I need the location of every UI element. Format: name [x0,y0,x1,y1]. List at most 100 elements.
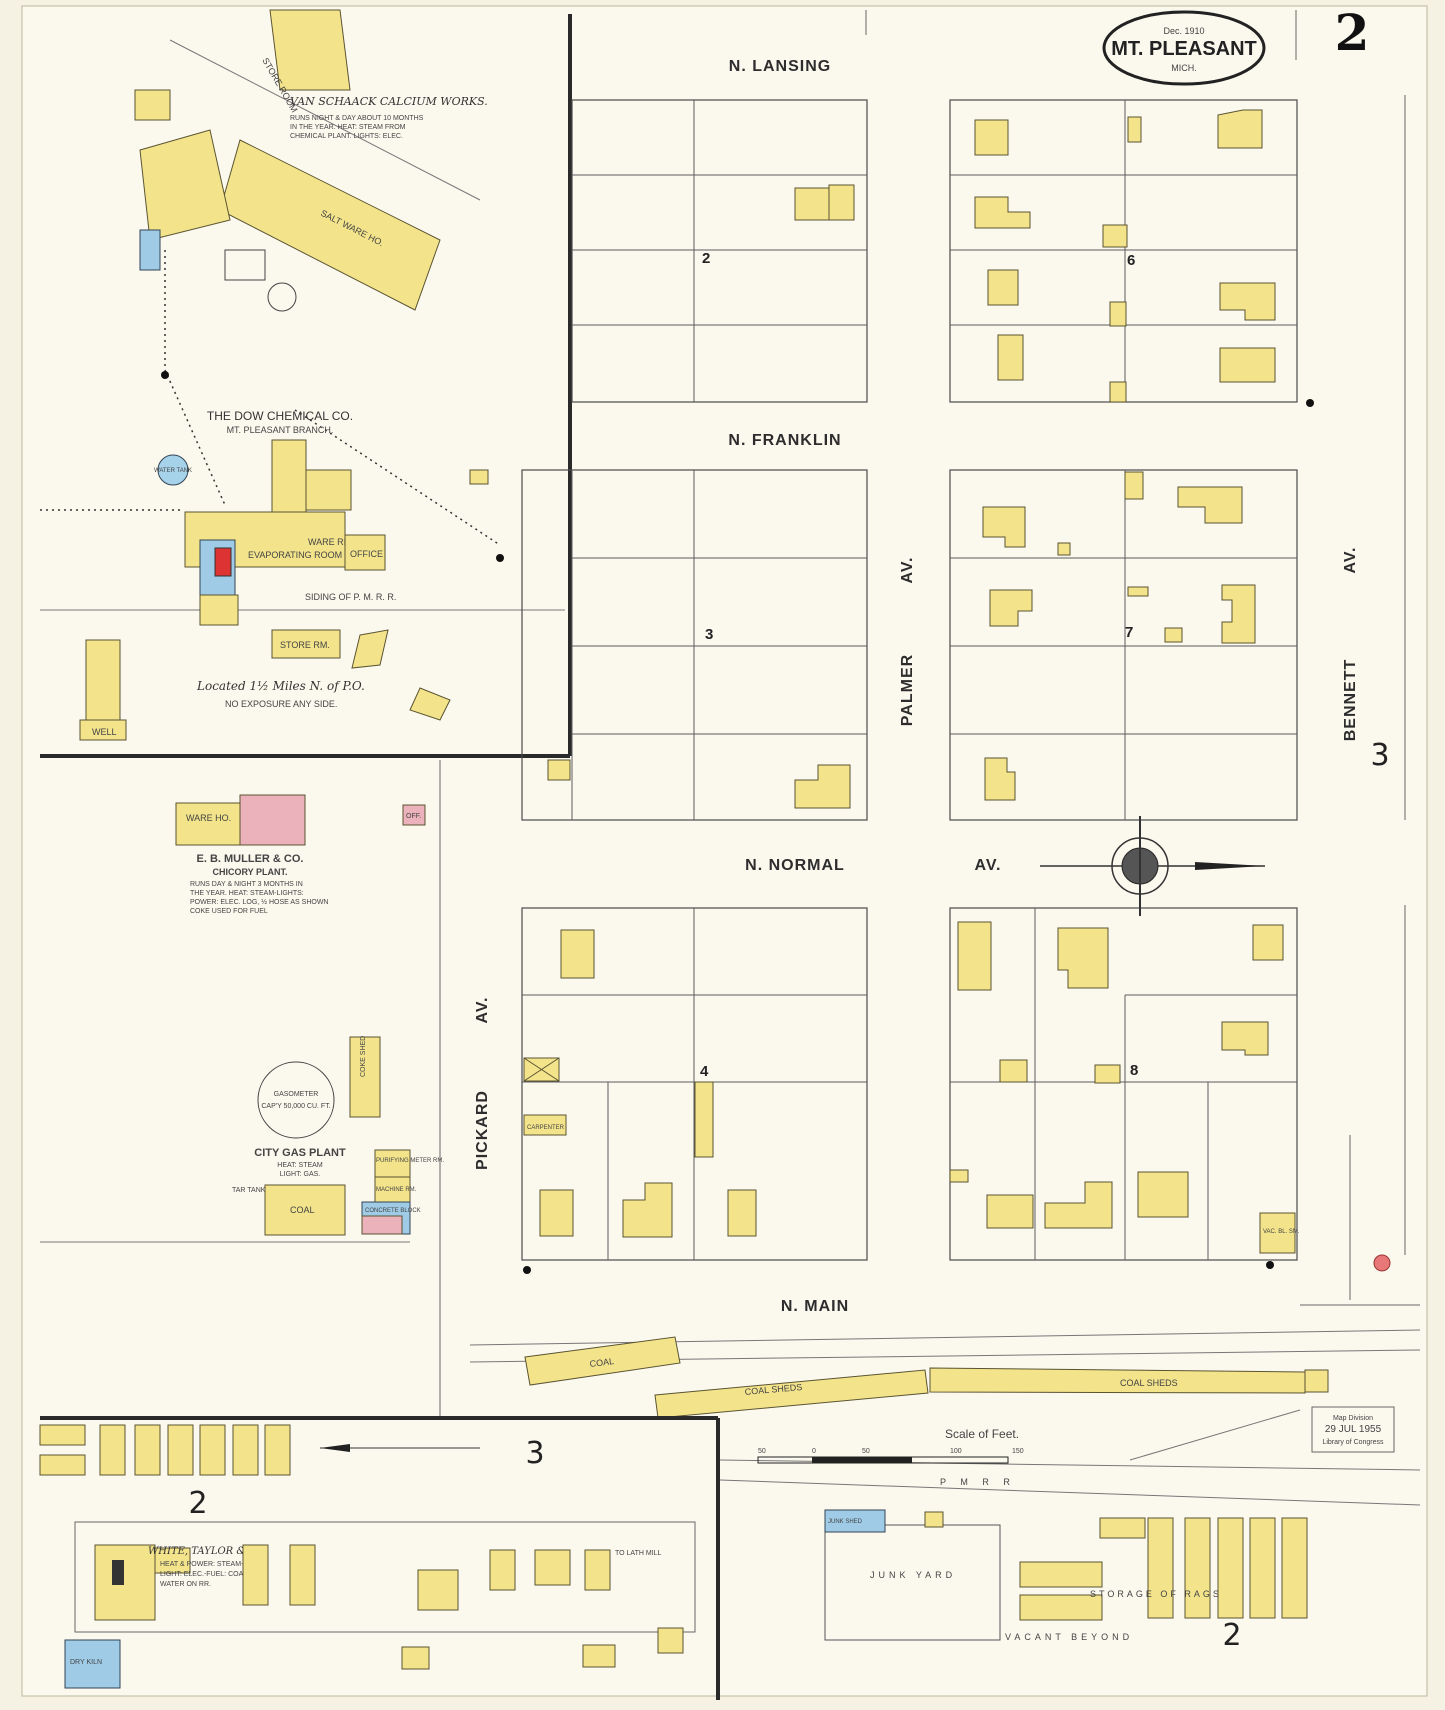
evaporating-label: EVAPORATING ROOM [248,550,342,560]
street-n-main: N. MAIN [781,1298,849,1315]
coal-label: COAL [290,1205,315,1215]
shed [1127,586,1149,597]
vacant-label: VACANT BEYOND [1005,1632,1133,1642]
shed [1109,301,1127,327]
dwelling [1217,109,1263,149]
inset-top: SIDING OF P. M. R. R. STORE ROOM SALT WA… [40,9,572,758]
van-schaack-note-3: CHEMICAL PLANT. LIGHTS: ELEC. [290,133,403,140]
coke-shed-label: COKE SHED [360,1036,367,1077]
dwelling [534,1549,571,1586]
dwelling [828,184,855,221]
hydrant-marker [1266,1261,1274,1269]
street-labels: N. LANSING N. FRANKLIN N. NORMAL AV. N. … [474,58,1359,1315]
dwelling [1221,584,1256,644]
shed [999,1059,1028,1083]
dwelling [794,187,834,221]
shed [351,629,389,669]
city-block-3: 3 [521,469,868,821]
van-schaack-note-1: RUNS NIGHT & DAY ABOUT 10 MONTHS [290,115,424,122]
engine-shed [199,594,239,626]
muller-office-label: OFF. [406,813,421,820]
vacant-blacksmith [1259,1212,1296,1254]
shed [1124,471,1144,500]
dwelling [539,1189,574,1237]
shed [582,1644,616,1668]
scale-tick: 50 [758,1448,766,1455]
muller-note-4: COKE USED FOR FUEL [190,908,268,915]
dwelling [1219,282,1276,321]
white-taylor-note-3: WATER ON RR. [160,1581,211,1588]
map-date: Dec. 1910 [1163,26,1204,36]
map-border [21,5,1428,1697]
dwelling [1221,1021,1269,1056]
dwelling [1057,927,1109,989]
boiler-stack [214,547,232,577]
street-normal-av: AV. [974,857,1001,874]
city-block-4: CARPENTER 4 [521,907,868,1261]
muller-office [402,804,426,826]
street-edges [439,10,1420,1420]
block-number: 6 [1127,252,1135,269]
lumber-pile [99,1424,126,1476]
muller-ware-label: WARE HO. [186,813,231,823]
dwelling [1177,486,1243,524]
gasometer [257,1061,335,1139]
shed [924,1511,944,1528]
dwelling [1252,924,1284,961]
white-taylor-note-2: LIGHT: ELEC.-FUEL: COAL [160,1571,247,1578]
dry-kiln-label: DRY KILN [70,1659,102,1666]
dwelling [1137,1171,1189,1218]
dwelling [242,1544,269,1606]
city-block-7: 7 [949,469,1298,821]
north-arrow-icon [320,1444,350,1452]
adjacent-sheet-bottom-center: 2 [1222,1618,1241,1653]
dwelling [289,1544,316,1606]
rail-label: P M R R [940,1477,1016,1487]
rag-storage [1249,1517,1276,1619]
boiler-outline [224,249,266,281]
siding-line [169,39,481,201]
rag-storage [1019,1594,1103,1621]
dwelling [794,764,851,809]
dry-kiln [64,1639,121,1689]
track [719,1479,1421,1506]
lumber-pile [134,1424,161,1476]
city-block-2: 2 [571,99,868,403]
block-number: 7 [1125,624,1133,641]
inset-bottom: 3 2 WHITE, TAYLOR & CO. HEAT & POWER: ST… [39,1416,720,1700]
mill-building [94,1544,156,1621]
shed [401,1646,430,1670]
water-tank [157,454,189,486]
well-base [79,719,127,741]
map-city: MT. PLEASANT [1111,38,1257,60]
office-label: OFFICE [350,549,383,559]
lime-house [1304,1369,1329,1393]
concrete-building [139,229,161,271]
title-cartouche: Dec. 1910 MT. PLEASANT MICH. [1102,10,1266,86]
hydrant-marker [523,1266,531,1274]
coal-shed [264,1184,346,1236]
coal-sheds [654,1369,929,1419]
hydrant-marker [161,371,169,379]
street-bennett: BENNETT [1342,659,1359,742]
scale-tick: 0 [812,1448,816,1455]
dwelling [584,1549,611,1591]
rail-yard: COAL COAL SHEDS COAL SHEDS Scale of Feet… [469,1329,1421,1653]
fire-alarm-box [1373,1254,1391,1272]
lumber-pile [232,1424,259,1476]
block-outline [949,469,1298,821]
concrete-label: CONCRETE BLOCK [365,1208,421,1214]
adjacent-sheet-bottom-right: 3 [525,1436,544,1471]
dwelling [1044,1181,1113,1229]
lumber-pile [167,1424,194,1476]
concrete-annex [305,469,352,511]
dwelling [622,1182,673,1238]
block-number: 8 [1130,1062,1138,1079]
machine-label: MACHINE RM. [376,1187,417,1193]
rag-storage [1019,1561,1103,1588]
dwelling [997,334,1024,381]
scale-tick: 50 [862,1448,870,1455]
dwelling [1219,347,1276,383]
rag-storage [1147,1517,1174,1619]
